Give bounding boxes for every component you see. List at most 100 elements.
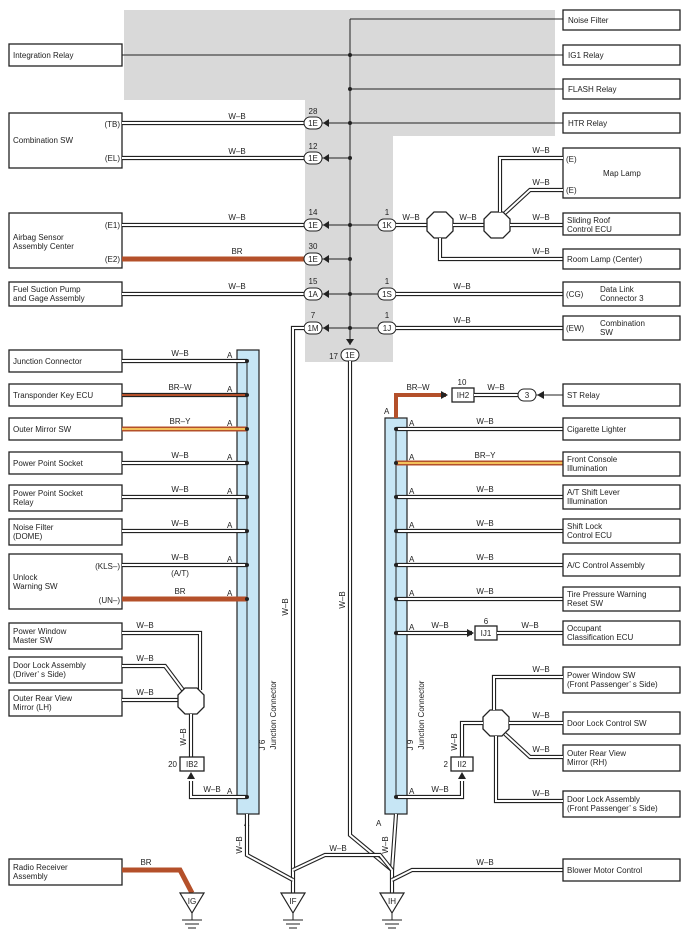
terminal-a: A <box>409 787 415 796</box>
st-relay-label: ST Relay <box>567 391 600 400</box>
terminal-e2: (E2) <box>105 255 120 264</box>
connector-ii2-label: II2 <box>458 760 467 769</box>
unlock-label-2: Warning SW <box>13 582 58 591</box>
map-lamp-label: Map Lamp <box>603 169 641 178</box>
shift-lock-box <box>562 518 681 544</box>
data-link-label-2: Connector 3 <box>600 294 644 303</box>
junction-j6 <box>236 349 260 815</box>
wire-label: W–B <box>171 485 188 494</box>
wire-label: W–B <box>228 282 245 291</box>
wire-label: W–B <box>171 519 188 528</box>
terminal-a: A <box>409 589 415 598</box>
j6-number: J 6 <box>258 739 267 750</box>
terminal-a: A <box>409 623 415 632</box>
unlock-warning-box <box>8 553 123 610</box>
wire-label: W–B <box>459 213 476 222</box>
occupant-label-2: Classification ECU <box>567 633 633 642</box>
fuel-pump-box <box>8 281 123 307</box>
cigarette-lighter-label: Cigarette Lighter <box>567 425 626 434</box>
wire-label: W–B <box>532 789 549 798</box>
pin-28: 28 <box>309 107 318 116</box>
connector-1e-label: 1E <box>308 119 318 128</box>
pp-relay-label-2: Relay <box>13 498 33 507</box>
data-link-box <box>562 281 681 307</box>
pin-2: 2 <box>444 760 449 769</box>
terminal-a: A <box>227 589 233 598</box>
terminal-a: A <box>409 453 415 462</box>
wire-label: W–B <box>136 654 153 663</box>
tire-pressure-box <box>562 586 681 612</box>
terminal-a: A <box>409 487 415 496</box>
transponder-label: Transponder Key ECU <box>13 391 93 400</box>
shift-lock-label-1: Shift Lock <box>567 522 603 531</box>
terminal-a: A <box>227 419 233 428</box>
sliding-roof-label-1: Sliding Roof <box>567 216 611 225</box>
wire-label: W–B <box>476 485 493 494</box>
pin-10: 10 <box>458 378 467 387</box>
at-shift-label-1: A/T Shift Lever <box>567 488 620 497</box>
connector-1e-label: 1E <box>345 351 355 360</box>
wire-label: BR <box>174 587 185 596</box>
terminal-a: A <box>409 419 415 428</box>
at-shift-lever-box <box>562 484 681 510</box>
door-lock-fp-label-1: Door Lock Assembly <box>567 795 640 804</box>
at-shift-label-2: Illumination <box>567 497 607 506</box>
door-lock-drv-label-2: (Driver’ s Side) <box>13 670 66 679</box>
pin-6: 6 <box>484 617 489 626</box>
wire-label: W–B <box>136 688 153 697</box>
wire-label: W–B <box>453 282 470 291</box>
pin-14: 14 <box>309 208 318 217</box>
wire-label: W–B <box>476 553 493 562</box>
noise-dome-label-1: Noise Filter <box>13 523 54 532</box>
door-lock-drv-label-1: Door Lock Assembly <box>13 661 86 670</box>
htr-relay-label: HTR Relay <box>568 119 607 128</box>
combination-sw-right-label-2: SW <box>600 328 613 337</box>
terminal-tb: (TB) <box>104 120 120 129</box>
power-point-relay-box <box>8 484 123 512</box>
door-lock-driver-box <box>8 656 123 684</box>
pin-20: 20 <box>168 760 177 769</box>
ground-ih-label: IH <box>388 897 396 906</box>
front-console-label-2: Illumination <box>567 464 607 473</box>
terminal-e: (E) <box>566 155 577 164</box>
top-relay-bus <box>122 18 563 345</box>
connector-ij1-label: IJ1 <box>481 629 492 638</box>
connector-1m-label: 1M <box>307 324 318 333</box>
wire-label: W–B <box>381 836 390 853</box>
connector-ih2-label: IH2 <box>457 391 470 400</box>
wire-label: W–B <box>171 349 188 358</box>
pin-7: 7 <box>311 311 316 320</box>
radio-label-2: Assembly <box>13 872 48 881</box>
cigarette-lighter-box <box>562 417 681 441</box>
airbag-label-1: Airbag Sensor <box>13 233 64 242</box>
pw-fp-label-1: Power Window SW <box>567 671 636 680</box>
outer-rear-view-lh-box <box>8 689 123 717</box>
splice-octagon <box>483 211 511 239</box>
pin-17: 17 <box>329 352 338 361</box>
splice-octagon <box>482 709 510 737</box>
pin-1: 1 <box>385 311 390 320</box>
j9-name: Junction Connector <box>417 680 426 749</box>
door-lock-fp-box <box>562 790 681 818</box>
terminal-e: (E) <box>566 186 577 195</box>
terminal-a: A <box>384 407 390 416</box>
occupant-label-1: Occupant <box>567 624 602 633</box>
wire-label: W–B <box>532 247 549 256</box>
outer-rear-view-rh-box <box>562 744 681 772</box>
occupant-class-box <box>562 620 681 646</box>
wire-label: BR <box>140 858 151 867</box>
blower-motor-box <box>562 858 681 882</box>
flash-relay-label: FLASH Relay <box>568 85 616 94</box>
front-console-box <box>562 451 681 477</box>
power-point-label: Power Point Socket <box>13 459 84 468</box>
terminal-a: A <box>227 555 233 564</box>
power-window-master-box <box>8 622 123 650</box>
pw-master-label-1: Power Window <box>13 627 67 636</box>
wire-label: W–B <box>487 383 504 392</box>
wire-label: W–B <box>476 587 493 596</box>
ground-if-label: IF <box>289 897 296 906</box>
flash-relay-box <box>562 78 681 100</box>
ac-control-box <box>562 553 681 577</box>
wire-label: W–B <box>450 733 459 750</box>
